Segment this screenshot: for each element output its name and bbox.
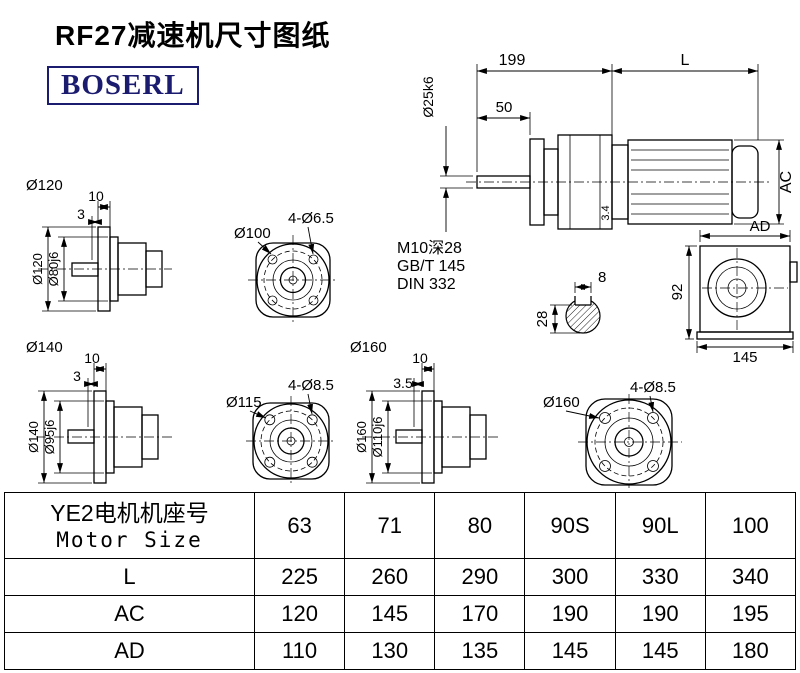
dim-AC: AC bbox=[778, 171, 795, 193]
table-cell: 290 bbox=[434, 558, 526, 596]
table-row-L: L 225 260 290 300 330 340 bbox=[4, 558, 797, 596]
note-tapped-hole: M10深28 bbox=[397, 239, 462, 257]
table-cell: 260 bbox=[344, 558, 436, 596]
view-140-label: Ø140 bbox=[26, 339, 63, 356]
motor-side-view bbox=[696, 245, 798, 340]
table-cell: 110 bbox=[253, 632, 346, 670]
row-label-AC: AC bbox=[4, 595, 255, 633]
side-view-dimensions: AD 92 145 bbox=[669, 218, 794, 366]
table-cell: 300 bbox=[524, 558, 616, 596]
dim-3-4: 3.4 bbox=[600, 205, 612, 220]
size-col-71: 71 bbox=[344, 492, 436, 559]
dim-50: 50 bbox=[496, 99, 513, 116]
dim-10: 10 bbox=[88, 188, 104, 204]
dim-flange-diameter: Ø160 bbox=[543, 394, 580, 411]
brand-logo-box: BOSERL bbox=[47, 66, 199, 105]
row-label-L: L bbox=[4, 558, 255, 596]
dim-bolt-holes: 4-Ø8.5 bbox=[630, 379, 676, 396]
motor-size-table: YE2电机机座号 Motor Size 63 71 80 90S 90L 100… bbox=[4, 492, 797, 670]
dim-spigot: Ø95j6 bbox=[42, 420, 57, 455]
size-col-80: 80 bbox=[434, 492, 526, 559]
key-section-dimensions: 8 28 bbox=[534, 269, 606, 334]
page-title: RF27减速机尺寸图纸 bbox=[55, 20, 331, 51]
dim-bolt-holes: 4-Ø8.5 bbox=[288, 377, 334, 394]
main-assembly-view bbox=[466, 134, 772, 230]
view-120: Ø120 10 3 Ø120 Ø80j6 bbox=[26, 177, 172, 312]
dim-shaft-diameter: Ø25k6 bbox=[420, 76, 436, 117]
table-cell: 190 bbox=[614, 595, 706, 633]
dim-AD: AD bbox=[750, 218, 771, 235]
flange-115: Ø115 4-Ø8.5 bbox=[226, 377, 336, 486]
table-cell: 340 bbox=[704, 558, 797, 596]
dim-bolt-holes: 4-Ø6.5 bbox=[288, 210, 334, 227]
dim-flange-diameter: Ø100 bbox=[234, 225, 271, 242]
table-cell: 180 bbox=[704, 632, 797, 670]
table-header-motor-size: YE2电机机座号 Motor Size bbox=[4, 492, 255, 559]
dim-3-5: 3.5 bbox=[393, 375, 413, 391]
dim-145: 145 bbox=[732, 349, 757, 366]
brand-logo-text: BOSERL bbox=[61, 69, 185, 101]
note-gbt-145: GB/T 145 bbox=[397, 258, 465, 275]
table-cell: 135 bbox=[434, 632, 526, 670]
dim-flange-od: Ø140 bbox=[26, 421, 41, 453]
table-header-row: YE2电机机座号 Motor Size 63 71 80 90S 90L 100 bbox=[4, 492, 797, 559]
view-160: Ø160 10 3.5 Ø160 Ø110j6 bbox=[350, 339, 500, 484]
flange-160: Ø160 4-Ø8.5 bbox=[543, 379, 682, 488]
dim-flange-diameter: Ø115 bbox=[226, 394, 262, 411]
view-140: Ø140 10 3 Ø140 Ø95j6 bbox=[26, 339, 172, 484]
row-label-AD: AD bbox=[4, 632, 255, 670]
dim-28: 28 bbox=[534, 311, 551, 328]
dim-10: 10 bbox=[412, 350, 428, 366]
technical-drawing: 199 L 50 Ø25k6 AC 3.4 M10深28 GB/T 145 DI… bbox=[26, 52, 798, 488]
note-din-332: DIN 332 bbox=[397, 276, 456, 293]
table-cell: 145 bbox=[614, 632, 706, 670]
dim-spigot: Ø80j6 bbox=[46, 252, 61, 287]
view-160-label: Ø160 bbox=[350, 339, 387, 356]
header-cn: YE2电机机座号 bbox=[50, 499, 209, 526]
dim-L: L bbox=[681, 52, 690, 69]
size-col-90L: 90L bbox=[614, 492, 706, 559]
center-hole-note: M10深28 GB/T 145 DIN 332 bbox=[397, 239, 465, 293]
view-120-label: Ø120 bbox=[26, 177, 63, 194]
dim-spigot: Ø110j6 bbox=[370, 417, 385, 458]
table-cell: 145 bbox=[524, 632, 616, 670]
size-col-90S: 90S bbox=[524, 492, 616, 559]
dim-flange-od: Ø160 bbox=[354, 421, 369, 453]
table-cell: 120 bbox=[253, 595, 346, 633]
dim-flange-od: Ø120 bbox=[30, 253, 45, 285]
table-cell: 190 bbox=[524, 595, 616, 633]
dim-3: 3 bbox=[77, 206, 85, 222]
shaft-key-section bbox=[565, 294, 601, 334]
dim-8: 8 bbox=[598, 269, 606, 286]
dim-92: 92 bbox=[669, 284, 686, 301]
table-cell: 330 bbox=[614, 558, 706, 596]
header-en: Motor Size bbox=[56, 528, 203, 553]
dim-10: 10 bbox=[84, 350, 100, 366]
table-cell: 170 bbox=[434, 595, 526, 633]
table-cell: 130 bbox=[344, 632, 436, 670]
table-cell: 145 bbox=[344, 595, 436, 633]
flange-100: Ø100 4-Ø6.5 bbox=[234, 210, 338, 325]
dim-199: 199 bbox=[499, 52, 526, 69]
table-row-AC: AC 120 145 170 190 190 195 bbox=[4, 595, 797, 633]
table-cell: 195 bbox=[704, 595, 797, 633]
table-row-AD: AD 110 130 135 145 145 180 bbox=[4, 632, 797, 670]
dim-3: 3 bbox=[73, 368, 81, 384]
main-dimensions: 199 L 50 Ø25k6 AC 3.4 bbox=[420, 52, 795, 232]
table-cell: 225 bbox=[253, 558, 346, 596]
size-col-100: 100 bbox=[704, 492, 797, 559]
size-col-63: 63 bbox=[253, 492, 346, 559]
